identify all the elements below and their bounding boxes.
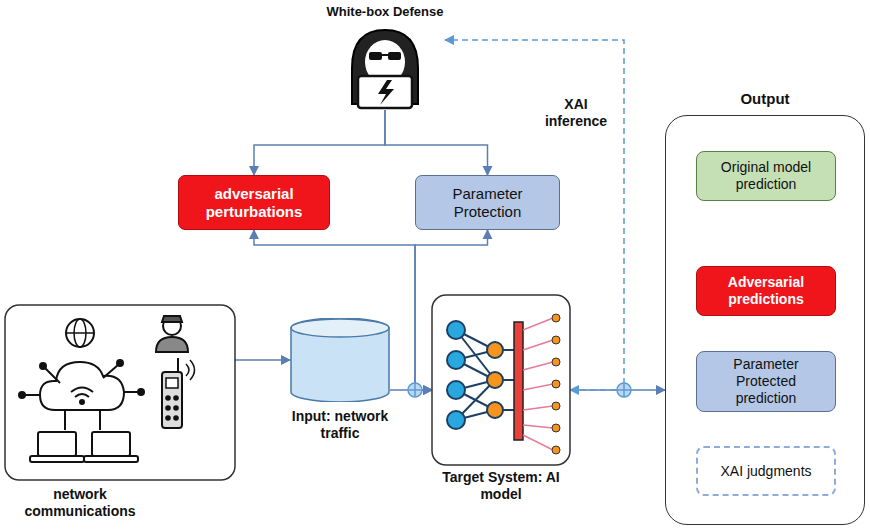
database-cylinder: Input: network traffic [290,318,390,402]
node-text: Target System: AI model [432,469,570,503]
node-text: White-box Defense [325,4,445,20]
node-text: Adversarial predictions [705,274,827,308]
process-box: adversarial perturbations [178,175,330,230]
edge-label: XAI inference [540,96,612,130]
node-text: Output [666,90,864,108]
junction-symbol [408,383,631,397]
node-text: XAI judgments [720,463,811,480]
result-box: Original model prediction [696,151,836,201]
connector [235,359,290,361]
node-text: Parameter Protected prediction [705,356,827,406]
model-box: Target System: AI model [432,295,570,465]
node-text: adversarial perturbations [187,185,321,221]
node-text: Input: network traffic [290,408,390,442]
result-box: XAI judgments [696,446,836,496]
node-text: network communications [5,486,155,520]
network-illustration [5,305,235,480]
connector [254,110,385,175]
hacker-icon [352,30,418,108]
connector [390,389,432,391]
result-box: Adversarial predictions [696,266,836,316]
cylinder-shape [290,318,390,402]
process-box: Parameter Protection [415,175,560,230]
source-box: network communications [5,305,235,480]
attacker-node: White-box Defense [325,4,445,110]
node-text: Original model prediction [705,159,827,193]
result-box: Parameter Protected prediction [696,351,836,412]
neural-net-illustration [432,295,570,465]
node-text: Parameter Protection [424,185,551,221]
output-panel: OutputOriginal model predictionAdversari… [665,115,865,525]
connector [385,110,488,175]
